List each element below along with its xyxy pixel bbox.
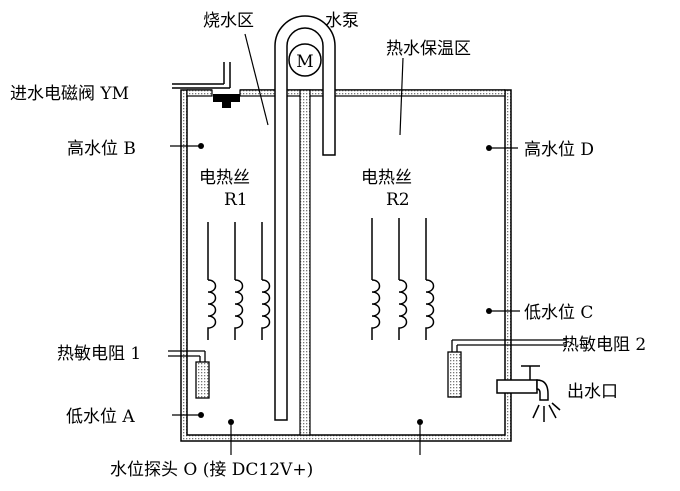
level-electrodes xyxy=(170,143,520,455)
electrode-a xyxy=(198,412,204,418)
pump-motor-icon xyxy=(288,43,322,77)
label-low-level-c: 低水位 C xyxy=(524,303,593,323)
thermistor-1 xyxy=(168,350,210,399)
label-heater-r2-title: 电热丝 xyxy=(361,168,412,188)
label-outlet: 出水口 xyxy=(567,382,618,402)
motor-symbol: M xyxy=(296,52,313,72)
thermistor-2 xyxy=(447,339,566,398)
heating-zone-leader xyxy=(244,33,269,126)
label-low-level-a: 低水位 A xyxy=(66,407,135,427)
label-hot-water-zone: 热水保温区 xyxy=(386,39,471,59)
heater-r1 xyxy=(207,222,271,340)
label-high-level-d: 高水位 D xyxy=(524,140,594,160)
label-thermistor-1: 热敏电阻 1 xyxy=(57,344,141,364)
label-high-level-b: 高水位 B xyxy=(67,139,136,159)
label-inlet-valve: 进水电磁阀 YM xyxy=(10,84,129,104)
label-pump: 水泵 xyxy=(325,11,359,31)
label-heater-r1-title: 电热丝 xyxy=(199,168,250,188)
outlet-tap-icon xyxy=(496,365,561,422)
label-thermistor-2: 热敏电阻 2 xyxy=(562,335,646,355)
hot-zone-leader xyxy=(399,57,404,136)
electrode-b xyxy=(198,143,204,149)
partition-wall xyxy=(299,89,311,436)
heater-r2 xyxy=(371,218,435,340)
pump-tube xyxy=(274,15,336,421)
label-heater-r1-id: R1 xyxy=(224,190,248,210)
label-heating-zone: 烧水区 xyxy=(203,11,254,31)
electrode-d xyxy=(486,145,492,151)
label-heater-r2-id: R2 xyxy=(386,190,410,210)
inlet-valve xyxy=(172,62,240,108)
label-probe-o: 水位探头 O (接 DC12V+) xyxy=(110,460,313,480)
electrode-c xyxy=(486,308,492,314)
